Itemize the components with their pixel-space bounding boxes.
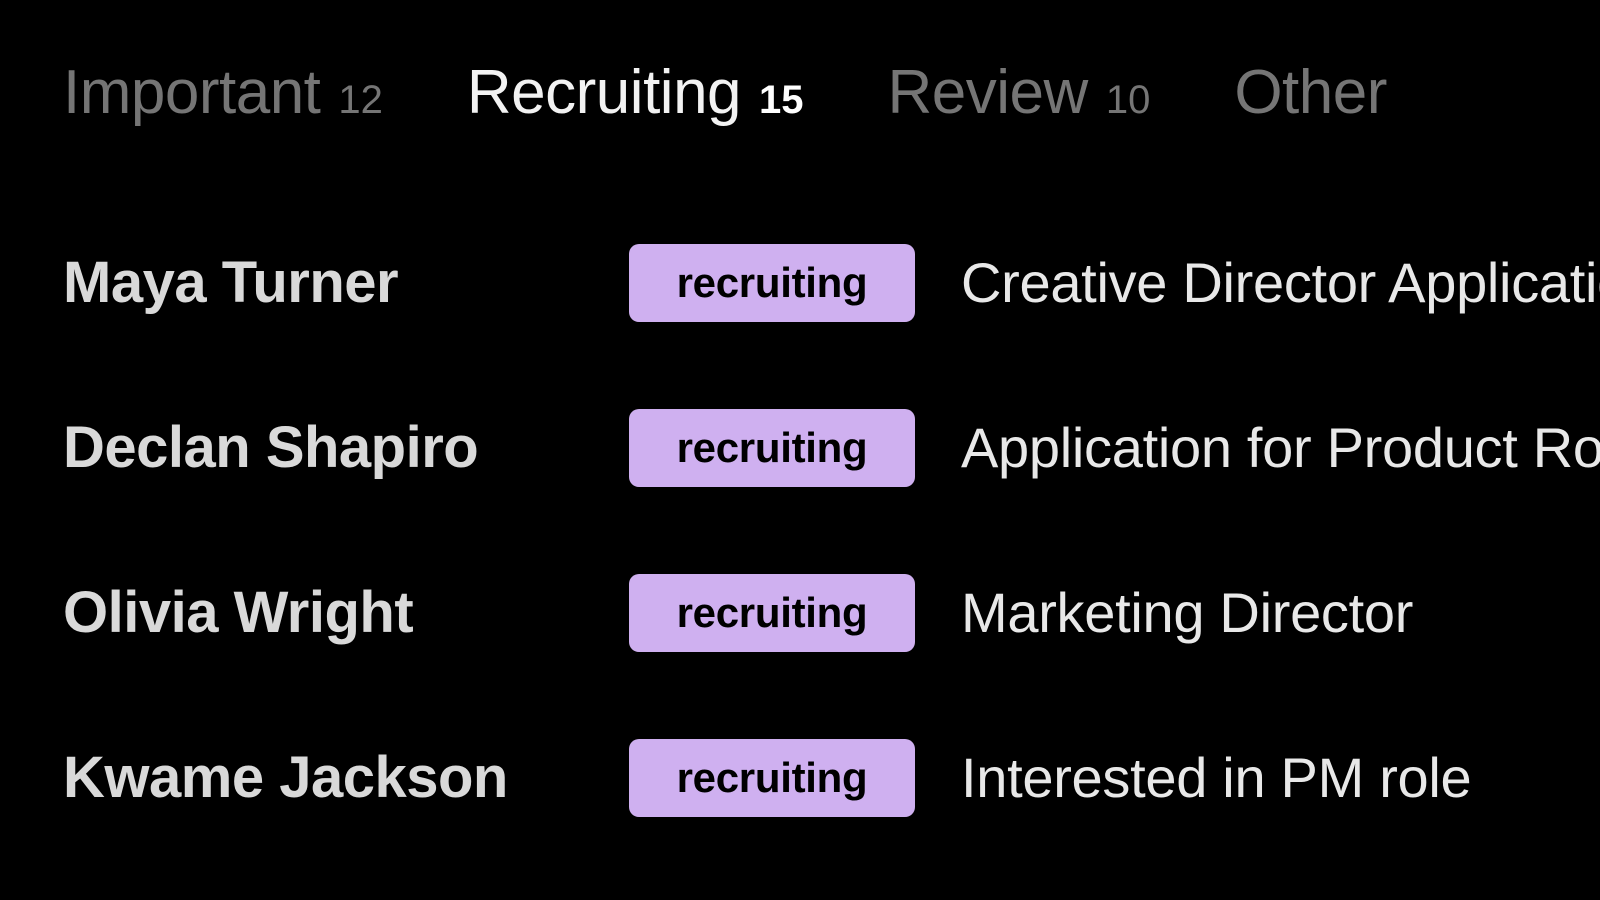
tab-recruiting-count: 15 [759,78,804,122]
message-sender: Olivia Wright [63,579,414,645]
message-sender: Maya Turner [63,249,399,315]
message-category-badge[interactable]: recruiting [629,243,915,322]
tab-important-count: 12 [338,78,383,122]
tab-important-label: Important [63,58,321,127]
tab-other-label: Other [1234,58,1387,127]
message-category-badge[interactable]: recruiting [629,573,915,652]
tab-recruiting[interactable]: Recruiting 15 [467,62,804,124]
message-subject: Creative Director Application [961,250,1600,314]
message-list: Maya Turner recruiting Creative Director… [0,200,1600,860]
message-category-badge-label: recruiting [676,753,868,801]
category-tab-bar: Important 12 Recruiting 15 Review 10 Oth… [63,62,1387,158]
message-row[interactable]: Declan Shapiro recruiting Application fo… [0,365,1600,530]
tab-review-label: Review [887,58,1089,127]
message-sender: Declan Shapiro [63,414,479,480]
message-category-badge-label: recruiting [676,423,868,471]
tab-recruiting-label: Recruiting [466,58,742,127]
message-subject: Interested in PM role [961,745,1472,809]
tab-important[interactable]: Important 12 [63,62,383,124]
message-row[interactable]: Maya Turner recruiting Creative Director… [0,200,1600,365]
message-sender: Kwame Jackson [63,744,508,810]
message-category-badge[interactable]: recruiting [629,408,915,487]
tab-other[interactable]: Other [1234,62,1387,124]
message-subject: Marketing Director [961,580,1414,644]
message-row[interactable]: Kwame Jackson recruiting Interested in P… [0,695,1600,860]
message-category-badge-label: recruiting [676,588,868,636]
tab-review-count: 10 [1105,78,1151,122]
tab-review[interactable]: Review 10 [888,62,1151,124]
message-category-badge[interactable]: recruiting [629,738,915,817]
message-row[interactable]: Olivia Wright recruiting Marketing Direc… [0,530,1600,695]
message-category-badge-label: recruiting [676,258,868,306]
message-subject: Application for Product Role [961,415,1600,479]
